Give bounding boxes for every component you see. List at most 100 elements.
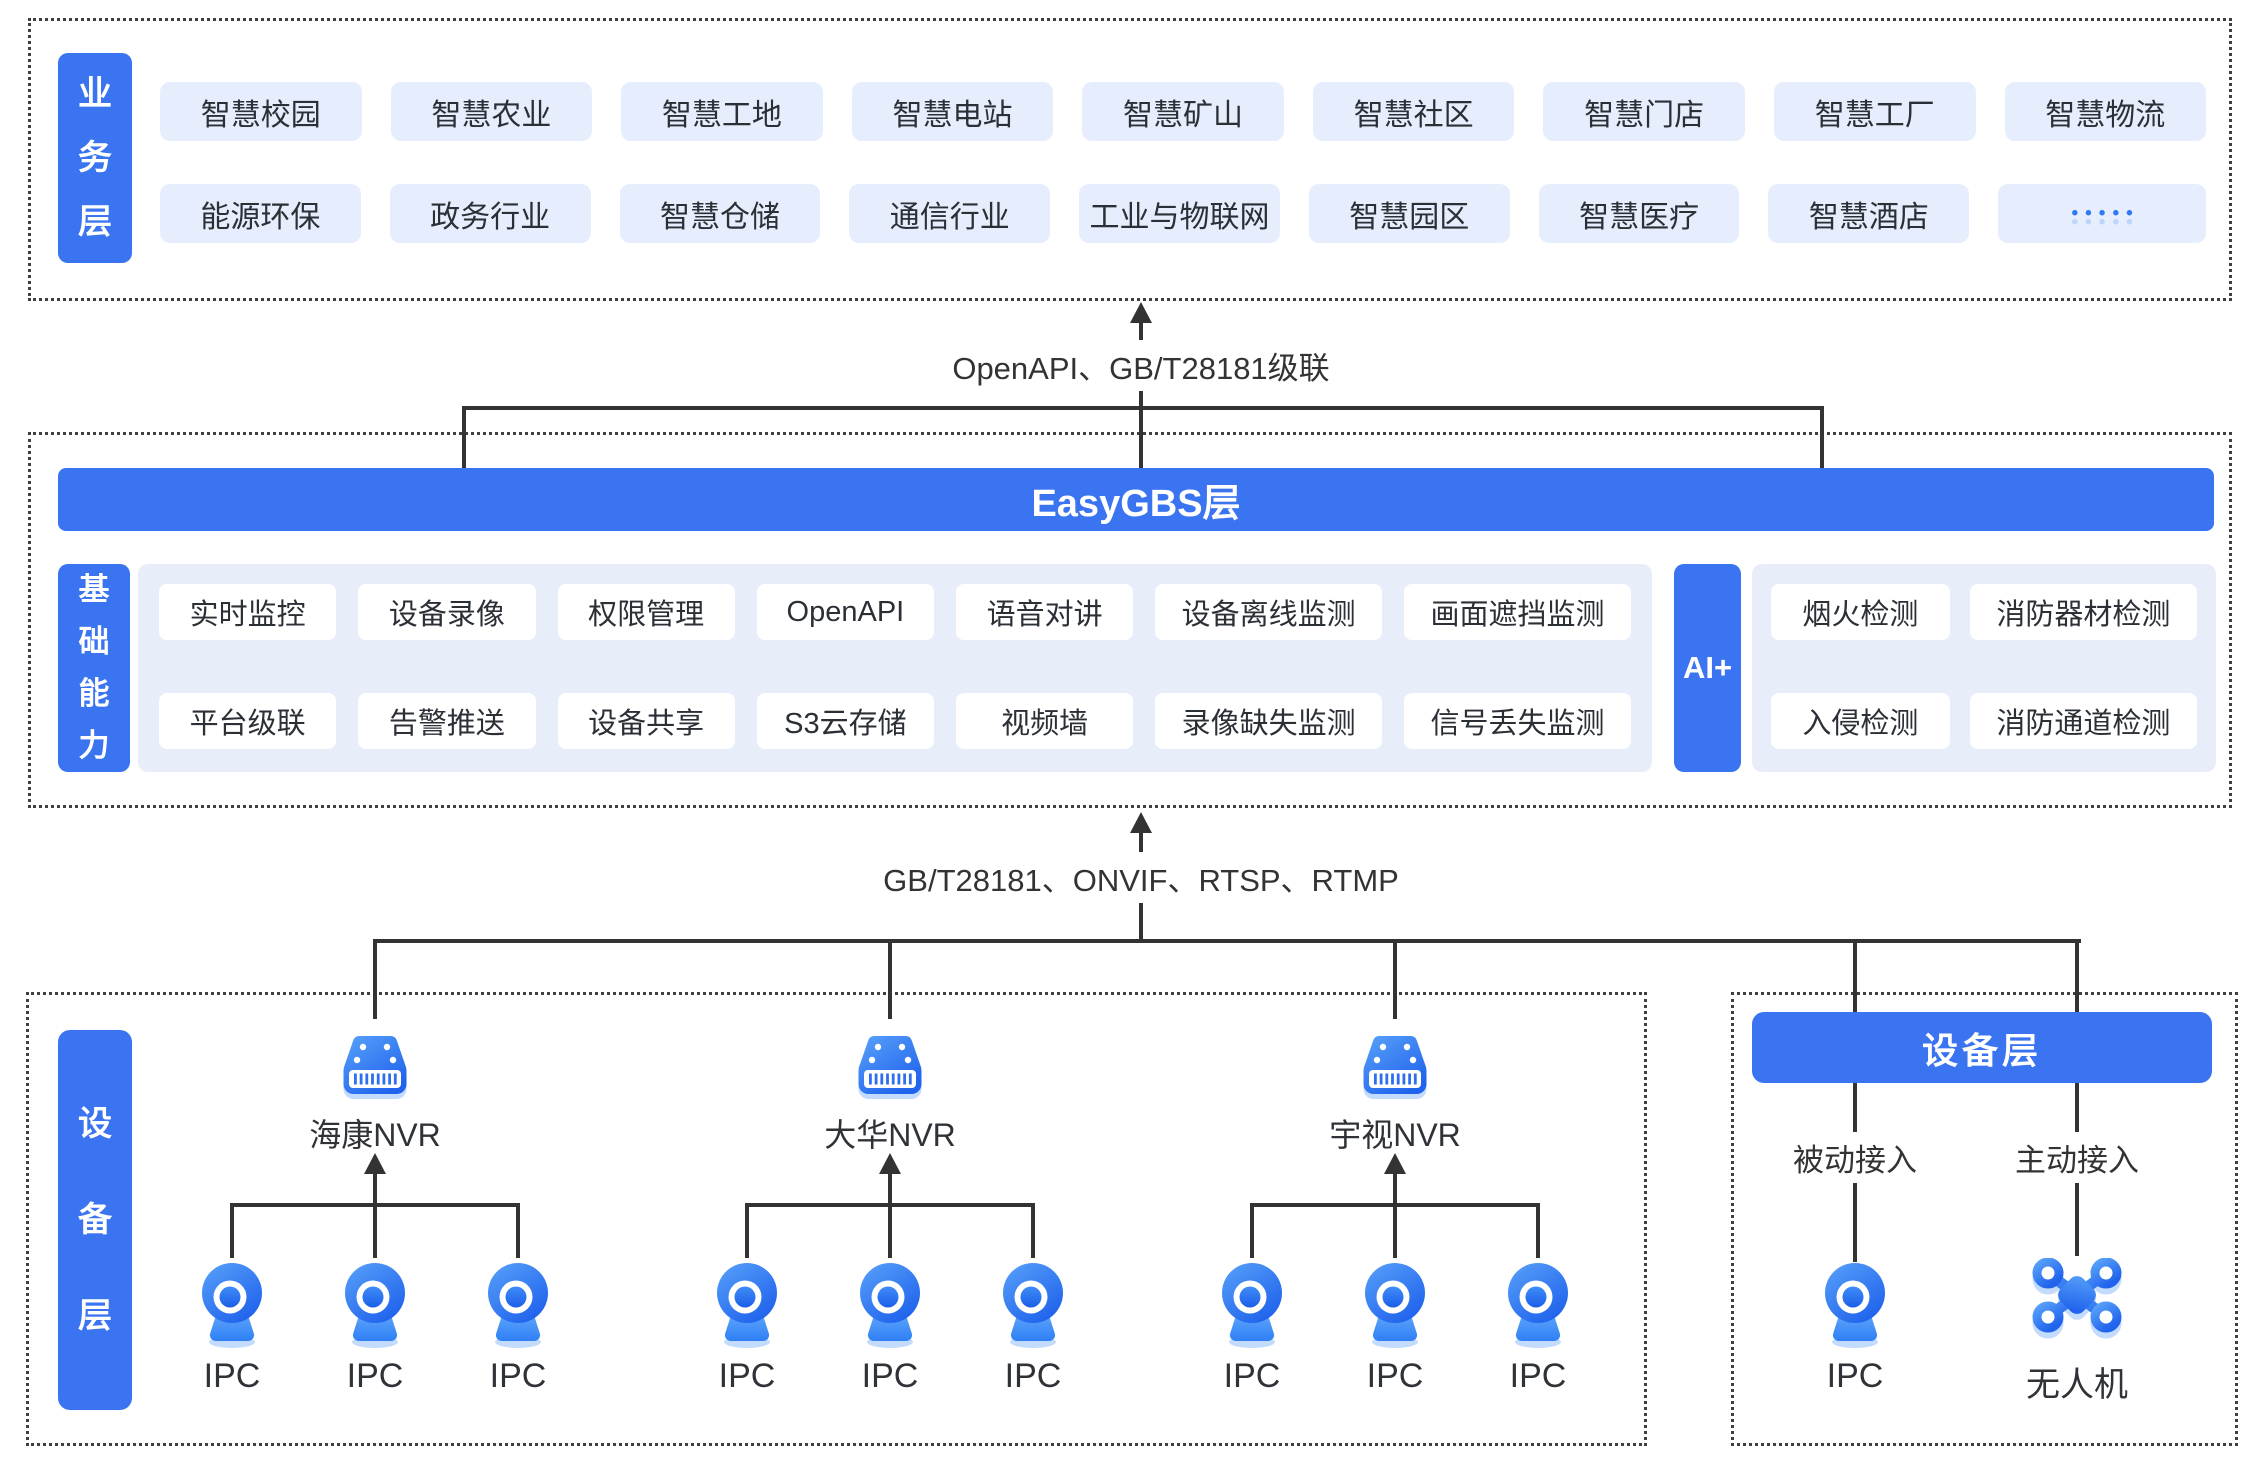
top-connector-label: OpenAPI、GB/T28181级联 (936, 340, 1346, 391)
ipc-camera-icon (488, 1263, 548, 1348)
ai-label: AI+ (1674, 564, 1741, 772)
ai-pill: 入侵检测 (1771, 693, 1950, 749)
business-pill: 能源环保 (160, 184, 361, 243)
device-panel-banner: 设备层 (1752, 1012, 2212, 1083)
easygbs-banner: EasyGBS层 (58, 468, 2214, 531)
business-pill-row-2: 能源环保 政务行业 智慧仓储 通信行业 工业与物联网 智慧园区 智慧医疗 智慧酒… (160, 184, 2207, 243)
arrowhead-up-icon (1130, 302, 1152, 323)
arrowhead-up-icon (1130, 812, 1152, 833)
ipc-label: IPC (1366, 1357, 1424, 1395)
capability-pill: 平台级联 (159, 693, 337, 749)
business-pill: 智慧工厂 (1773, 82, 1976, 141)
business-pill: 工业与物联网 (1079, 184, 1280, 243)
nvr-name-label: 大华NVR (824, 1117, 956, 1153)
business-pill: 智慧工地 (621, 82, 823, 141)
ai-panel: 烟火检测 消防器材检测 入侵检测 消防通道检测 (1752, 564, 2216, 772)
connector-line (373, 1203, 377, 1258)
capability-pill: 语音对讲 (956, 584, 1134, 640)
ai-pill: 消防器材检测 (1969, 584, 2197, 640)
capability-pill: 实时监控 (159, 584, 337, 640)
capability-row-1: 实时监控 设备录像 权限管理 OpenAPI 语音对讲 设备离线监测 画面遮挡监… (159, 584, 1631, 640)
capability-pill: 录像缺失监测 (1155, 693, 1383, 749)
business-pill: 政务行业 (389, 184, 591, 243)
connector-line (888, 1203, 892, 1258)
connector-line (462, 406, 466, 468)
access-mode-label: 被动接入 (1783, 1132, 1927, 1183)
business-layer-box (28, 18, 2232, 301)
ipc-camera-icon (860, 1263, 920, 1348)
capability-pill: OpenAPI (756, 584, 934, 640)
nvr-group: 大华NVR IPC IPC IPC (717, 1019, 1063, 1439)
drone-label: 无人机 (2026, 1366, 2128, 1404)
capability-pill: 设备录像 (358, 584, 536, 640)
connector-line (888, 941, 892, 1019)
nvr-icon (858, 1036, 922, 1099)
business-pill-row-1: 智慧校园 智慧农业 智慧工地 智慧电站 智慧矿山 智慧社区 智慧门店 智慧工厂 … (160, 82, 2207, 141)
device-layer-box (26, 992, 1647, 1446)
business-pill-more: ••••• (1998, 184, 2207, 243)
capability-pill: 设备共享 (557, 693, 735, 749)
business-layer-label: 业务层 (58, 53, 132, 263)
connector-line (1139, 320, 1143, 468)
arrowhead-up-icon (1384, 1153, 1406, 1174)
business-pill-grid: 智慧校园 智慧农业 智慧工地 智慧电站 智慧矿山 智慧社区 智慧门店 智慧工厂 … (160, 82, 2207, 243)
ai-pill: 烟火检测 (1771, 584, 1950, 640)
ipc-camera-icon (1508, 1263, 1568, 1348)
business-pill: 智慧物流 (2004, 82, 2207, 141)
easygbs-layer-box (28, 432, 2232, 808)
connector-line (1820, 406, 1824, 468)
business-pill: 通信行业 (849, 184, 1051, 243)
ai-row-1: 烟火检测 消防器材检测 (1771, 584, 2197, 640)
capabilities-label: 基础能力 (58, 564, 130, 772)
arrowhead-up-icon (879, 1153, 901, 1174)
device-layer-label: 设备层 (58, 1030, 132, 1410)
business-pill: 智慧农业 (390, 82, 593, 141)
business-pill: 智慧电站 (851, 82, 1054, 141)
ipc-camera-icon (1365, 1263, 1425, 1348)
connector-line (2075, 941, 2079, 1012)
ipc-label: IPC (1223, 1357, 1281, 1395)
business-pill: 智慧酒店 (1768, 184, 1970, 243)
ipc-label: IPC (718, 1357, 776, 1395)
connector-line (464, 406, 1824, 410)
capability-pill: S3云存储 (756, 693, 934, 749)
capabilities-label-text: 基础能力 (78, 572, 110, 763)
capability-row-2: 平台级联 告警推送 设备共享 S3云存储 视频墙 录像缺失监测 信号丢失监测 (159, 693, 1631, 749)
ipc-camera-icon (345, 1263, 405, 1348)
business-pill: 智慧校园 (160, 82, 362, 141)
device-layer-label-text: 设备层 (78, 1105, 112, 1335)
capability-pill: 画面遮挡监测 (1404, 584, 1631, 640)
connector-line (888, 1171, 892, 1207)
capability-pill: 信号丢失监测 (1404, 693, 1631, 749)
capabilities-panel: 实时监控 设备录像 权限管理 OpenAPI 语音对讲 设备离线监测 画面遮挡监… (138, 564, 1652, 772)
ipc-label: IPC (1004, 1357, 1062, 1395)
capability-pill: 告警推送 (358, 693, 536, 749)
connector-line (373, 941, 377, 1019)
connector-line (1250, 1203, 1254, 1258)
nvr-group: 宇视NVR IPC IPC IPC (1222, 1019, 1568, 1439)
connector-line (1536, 1203, 1540, 1258)
business-layer-label-text: 业务层 (78, 75, 112, 241)
business-pill: 智慧社区 (1312, 82, 1515, 141)
ipc-camera-icon (1222, 1263, 1282, 1348)
ai-pill: 消防通道检测 (1969, 693, 2197, 749)
ipc-camera-icon (717, 1263, 777, 1348)
ipc-label: IPC (1509, 1357, 1567, 1395)
ipc-label: IPC (1826, 1357, 1884, 1395)
ipc-camera-icon (1003, 1263, 1063, 1348)
connector-line (1031, 1203, 1035, 1258)
ai-label-text: AI+ (1682, 650, 1733, 685)
ai-row-2: 入侵检测 消防通道检测 (1771, 693, 2197, 749)
ipc-label: IPC (346, 1357, 404, 1395)
business-pill: 智慧园区 (1308, 184, 1510, 243)
ipc-camera-icon (202, 1263, 262, 1348)
connector-line (1393, 941, 1397, 1019)
connector-line (373, 1171, 377, 1207)
connector-line (1393, 1171, 1397, 1207)
business-pill: 智慧门店 (1543, 82, 1745, 141)
ipc-label: IPC (203, 1357, 261, 1395)
nvr-name-label: 海康NVR (309, 1117, 441, 1153)
business-pill: 智慧仓储 (619, 184, 821, 243)
business-pill: 智慧医疗 (1538, 184, 1740, 243)
access-mode-label: 主动接入 (2005, 1132, 2149, 1183)
